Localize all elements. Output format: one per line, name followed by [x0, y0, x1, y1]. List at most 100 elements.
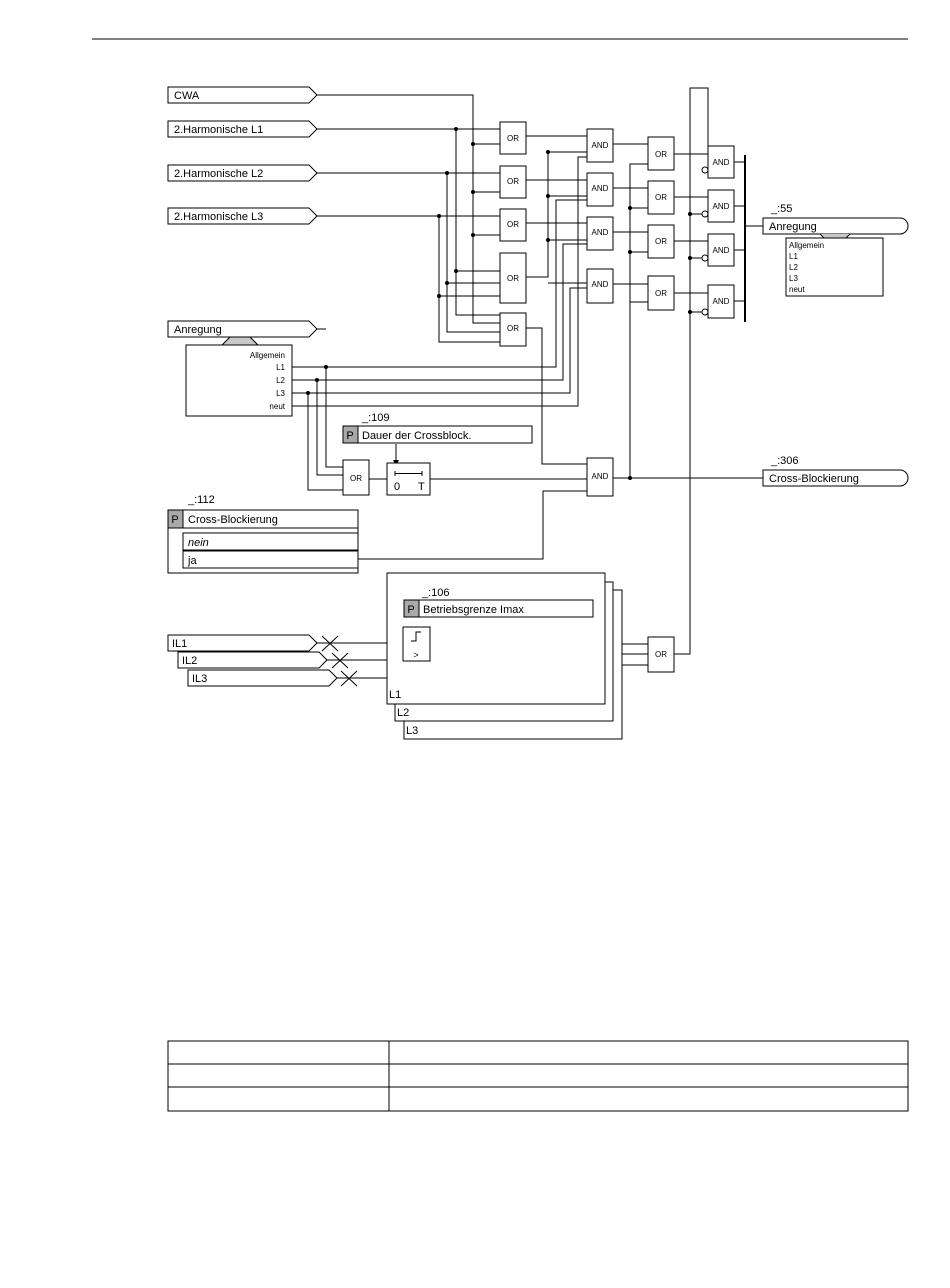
and-gate-label: AND — [592, 184, 609, 193]
timer-block: 0 T — [386, 462, 431, 496]
input-2harm-l1: 2.Harmonische L1 — [167, 120, 318, 138]
or-gate — [647, 136, 675, 171]
or-gate-label: OR — [507, 220, 519, 229]
or-gate-label: OR — [655, 237, 667, 246]
and-gate — [707, 189, 735, 223]
or-gates-column-1: OR OR OR OR OR — [499, 121, 527, 347]
and-gate-label: AND — [592, 472, 609, 481]
or-gate-label: OR — [350, 474, 362, 483]
param-112-id: _:112 — [187, 494, 215, 506]
and-gates-column-1: AND AND AND AND AND — [586, 128, 614, 497]
param-109-label: Dauer der Crossblock. — [362, 430, 471, 442]
param-109: _:109 P Dauer der Crossblock. — [342, 412, 533, 444]
imax-phase-l3: L3 — [406, 725, 418, 737]
and-gate-label: AND — [713, 297, 730, 306]
or-gate-label: OR — [655, 289, 667, 298]
input-2harm-l3-label: 2.Harmonische L3 — [174, 211, 263, 223]
output-bus-bar — [744, 155, 746, 322]
out-bus-neut: neut — [789, 285, 805, 294]
and-gate — [586, 128, 614, 163]
output-anregung-id: _:55 — [770, 203, 792, 215]
output-anregung: _:55 Anregung Allgemein L1 L2 L3 neut — [762, 203, 909, 297]
and-gate — [707, 145, 735, 179]
input-anregung-label: Anregung — [174, 324, 222, 336]
or-gate-timer-input: OR — [342, 459, 370, 496]
and-gate-label: AND — [592, 228, 609, 237]
current-il1: IL1 — [172, 638, 187, 650]
out-bus-l1: L1 — [789, 252, 798, 261]
out-bus-allgemein: Allgemein — [789, 241, 824, 250]
or-gate-label: OR — [507, 274, 519, 283]
output-cross-label: Cross-Blockierung — [769, 473, 859, 485]
or-gate — [499, 121, 527, 155]
current-il3: IL3 — [192, 673, 207, 685]
input-2harm-l1-label: 2.Harmonische L1 — [174, 124, 263, 136]
and-gate-label: AND — [592, 141, 609, 150]
imax-p: P — [407, 604, 414, 616]
bus-l2: L2 — [276, 376, 285, 385]
param-112-option-ja: ja — [187, 555, 197, 567]
or-gate — [499, 165, 527, 199]
imax-comparator-sign: > — [413, 650, 418, 660]
and-gate-label: AND — [713, 202, 730, 211]
output-anregung-label: Anregung — [769, 221, 817, 233]
or-gate — [647, 224, 675, 259]
param-112-label: Cross-Blockierung — [188, 514, 278, 526]
input-anregung: Anregung — [167, 320, 326, 346]
and-gate-cross — [586, 457, 614, 497]
and-gate — [586, 216, 614, 251]
and-gate-label: AND — [713, 246, 730, 255]
or-gate — [647, 180, 675, 215]
bus-l1: L1 — [276, 363, 285, 372]
or-gate-label: OR — [655, 650, 667, 659]
or-gate-label: OR — [507, 324, 519, 333]
and-gate-label: AND — [592, 280, 609, 289]
input-cwa: CWA — [167, 86, 318, 104]
input-2harm-l3: 2.Harmonische L3 — [167, 207, 318, 225]
input-2harm-l2: 2.Harmonische L2 — [167, 164, 318, 182]
or-gate-label: OR — [655, 193, 667, 202]
param-112-option-nein: nein — [188, 537, 209, 549]
or-gate — [647, 275, 675, 311]
or-gate-imax — [647, 636, 675, 673]
timer-zero: 0 — [394, 481, 400, 493]
or-gate — [499, 252, 527, 304]
or-gate-label: OR — [655, 150, 667, 159]
and-gate — [586, 172, 614, 207]
imax-phase-l1: L1 — [389, 689, 401, 701]
current-inputs: IL1 IL2 IL3 — [167, 634, 358, 687]
anregung-bus-box: Allgemein L1 L2 L3 neut — [185, 344, 293, 417]
param-109-id: _:109 — [361, 412, 390, 424]
empty-table — [167, 1040, 909, 1112]
wires — [292, 87, 763, 679]
out-bus-l2: L2 — [789, 263, 798, 272]
and-gates-final: AND AND AND AND — [701, 145, 746, 322]
imax-id: _:106 — [421, 587, 450, 599]
and-gate — [707, 284, 735, 319]
input-cwa-label: CWA — [174, 90, 200, 102]
or-gates-column-2: OR OR OR OR OR — [647, 136, 675, 673]
out-bus-l3: L3 — [789, 274, 798, 283]
output-cross-id: _:306 — [770, 455, 799, 467]
imax-block: L1 L2 L3 _:106 P Betriebsgrenze Imax > — [386, 572, 623, 740]
bus-allgemein: Allgemein — [250, 351, 285, 360]
bus-neut: neut — [269, 402, 285, 411]
imax-phase-l2: L2 — [397, 707, 409, 719]
input-2harm-l2-label: 2.Harmonische L2 — [174, 168, 263, 180]
and-gate — [586, 268, 614, 304]
or-gate — [499, 208, 527, 242]
or-gate-label: OR — [507, 177, 519, 186]
bus-l3: L3 — [276, 389, 285, 398]
current-il2: IL2 — [182, 655, 197, 667]
param-109-p: P — [346, 430, 353, 442]
and-gate — [707, 233, 735, 267]
timer-t: T — [418, 481, 425, 493]
and-gate-label: AND — [713, 158, 730, 167]
output-anregung-bus — [785, 237, 884, 297]
junction-dots — [306, 127, 692, 480]
imax-label: Betriebsgrenze Imax — [423, 604, 524, 616]
param-112-p: P — [171, 514, 178, 526]
param-112: _:112 P Cross-Blockierung nein ja — [167, 494, 359, 574]
or-gate-label: OR — [507, 134, 519, 143]
